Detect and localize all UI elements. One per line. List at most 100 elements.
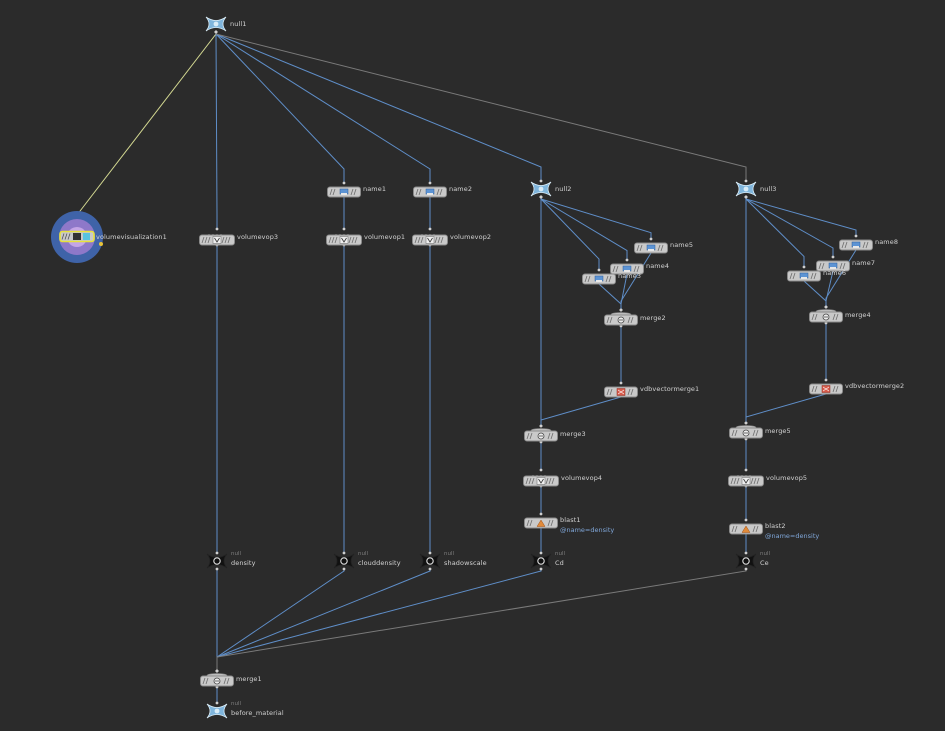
connector-dot[interactable] [428, 567, 432, 571]
connector-dot[interactable] [539, 424, 543, 428]
merge-node-icon[interactable] [200, 672, 234, 691]
connector-dot[interactable] [744, 179, 748, 183]
node-Cd[interactable] [528, 552, 554, 570]
connector-dot[interactable] [539, 567, 543, 571]
connector-dot[interactable] [342, 227, 346, 231]
vis-node-icon[interactable] [50, 210, 104, 268]
name-node-icon[interactable] [634, 239, 668, 258]
wire-null2-name4[interactable] [540, 197, 628, 260]
node-null2[interactable] [528, 180, 554, 198]
vop-node-icon[interactable] [199, 231, 235, 250]
connector-dot[interactable] [215, 567, 219, 571]
connector-dot[interactable] [428, 551, 432, 555]
vdb-node-icon[interactable] [809, 380, 843, 399]
merge-node-icon[interactable] [524, 427, 558, 446]
connector-dot[interactable] [215, 227, 219, 231]
vop-node-icon[interactable] [326, 231, 362, 250]
connector-dot[interactable] [428, 181, 432, 185]
connector-dot[interactable] [539, 551, 543, 555]
node-blast1[interactable] [524, 514, 558, 529]
wire-Cd-merge1[interactable] [216, 569, 542, 671]
vop-node-icon[interactable] [728, 472, 764, 491]
node-merge1[interactable] [200, 672, 234, 687]
connector-dot[interactable] [428, 227, 432, 231]
connector-dot[interactable] [744, 195, 748, 199]
node-null1[interactable] [203, 15, 229, 33]
null-node-icon[interactable] [204, 702, 230, 724]
wire-null1-name1[interactable] [215, 32, 345, 183]
connector-dot[interactable] [744, 551, 748, 555]
connector-dot[interactable] [214, 30, 218, 34]
connector-dot[interactable] [824, 305, 828, 309]
connector-dot[interactable] [342, 567, 346, 571]
connector-dot[interactable] [215, 669, 219, 673]
connector-dot[interactable] [831, 255, 835, 259]
name-node-icon[interactable] [582, 270, 616, 289]
connector-dot[interactable] [744, 567, 748, 571]
merge-node-icon[interactable] [809, 308, 843, 327]
connector-dot[interactable] [619, 308, 623, 312]
name-node-icon[interactable] [816, 257, 850, 276]
node-before_material[interactable] [204, 702, 230, 720]
null-node-icon[interactable] [528, 180, 554, 202]
connector-dot[interactable] [539, 468, 543, 472]
vop-node-icon[interactable] [412, 231, 448, 250]
wire-null1-volumevop3[interactable] [215, 32, 218, 229]
node-name1[interactable] [327, 183, 361, 198]
node-Ce[interactable] [733, 552, 759, 570]
connector-dot[interactable] [215, 551, 219, 555]
connector-dot[interactable] [215, 701, 219, 705]
wire-Ce-merge1[interactable] [216, 569, 747, 671]
connector-dot[interactable] [342, 551, 346, 555]
connector-dot[interactable] [539, 179, 543, 183]
node-vdbvectormerge1[interactable] [604, 383, 638, 398]
node-volumevop4[interactable] [523, 472, 559, 487]
connector-dot[interactable] [824, 378, 828, 382]
node-blast2[interactable] [729, 520, 763, 535]
wire-null1-name2[interactable] [215, 32, 431, 183]
name-node-icon[interactable] [839, 236, 873, 255]
wire-null1-volumevisualization1[interactable] [76, 32, 217, 229]
node-name5[interactable] [634, 239, 668, 254]
out-node-icon[interactable] [733, 552, 759, 574]
out-node-icon[interactable] [528, 552, 554, 574]
vop-node-icon[interactable] [523, 472, 559, 491]
connector-dot[interactable] [649, 237, 653, 241]
node-name8[interactable] [839, 236, 873, 251]
node-merge3[interactable] [524, 427, 558, 442]
node-merge2[interactable] [604, 311, 638, 326]
out-node-icon[interactable] [417, 552, 443, 574]
node-volumevop5[interactable] [728, 472, 764, 487]
null-node-icon[interactable] [733, 180, 759, 202]
node-null3[interactable] [733, 180, 759, 198]
merge-node-icon[interactable] [729, 424, 763, 443]
wire-null2-name5[interactable] [540, 197, 652, 239]
node-volumevop1[interactable] [326, 231, 362, 246]
node-name6[interactable] [787, 267, 821, 282]
blast-node-icon[interactable] [729, 520, 763, 539]
node-clouddensity[interactable] [331, 552, 357, 570]
connector-dot[interactable] [802, 265, 806, 269]
node-merge4[interactable] [809, 308, 843, 323]
wire-null1-null2[interactable] [215, 32, 542, 181]
connector-dot[interactable] [539, 512, 543, 516]
connector-dot[interactable] [625, 258, 629, 262]
node-density[interactable] [204, 552, 230, 570]
wire-null1-null3[interactable] [215, 32, 747, 181]
connector-dot[interactable] [597, 268, 601, 272]
node-name2[interactable] [413, 183, 447, 198]
node-volumevisualization1[interactable] [50, 210, 104, 264]
connector-dot[interactable] [539, 195, 543, 199]
name-node-icon[interactable] [610, 260, 644, 279]
blast-node-icon[interactable] [524, 514, 558, 533]
null-node-icon[interactable] [203, 15, 229, 37]
connector-dot[interactable] [744, 468, 748, 472]
connector-dot[interactable] [744, 518, 748, 522]
node-name4[interactable] [610, 260, 644, 275]
connector-dot[interactable] [744, 421, 748, 425]
node-merge5[interactable] [729, 424, 763, 439]
merge-node-icon[interactable] [604, 311, 638, 330]
out-node-icon[interactable] [204, 552, 230, 574]
name-node-icon[interactable] [413, 183, 447, 202]
